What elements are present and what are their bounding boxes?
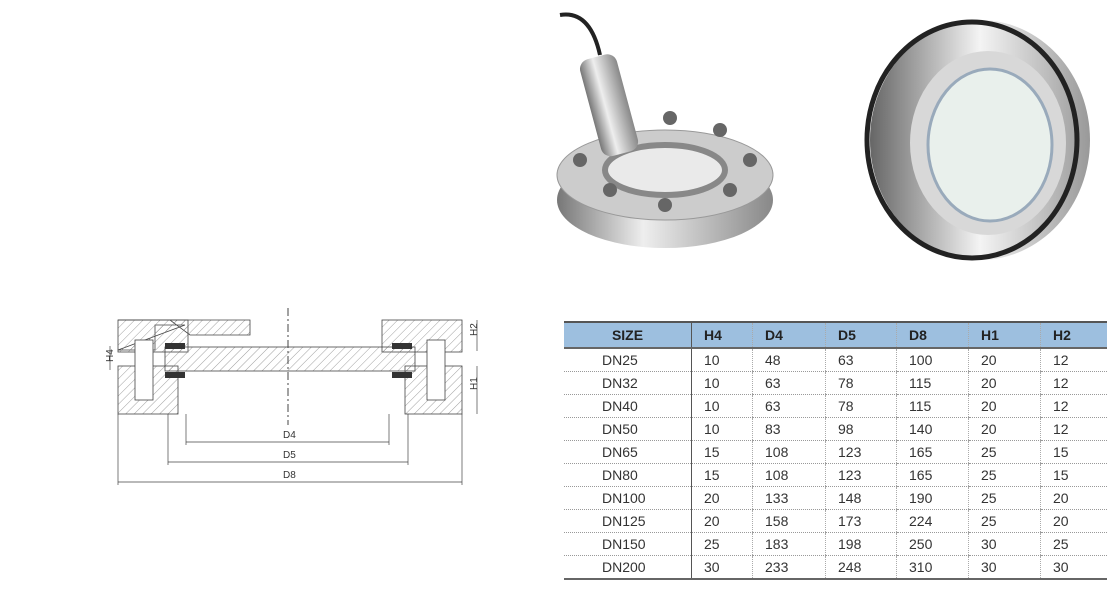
- table-cell: 123: [825, 463, 897, 487]
- table-cell: 63: [825, 348, 897, 372]
- table-cell: 15: [1040, 463, 1107, 487]
- table-cell: 12: [1040, 348, 1107, 372]
- d4-label: D4: [283, 430, 296, 441]
- table-cell: 98: [825, 417, 897, 441]
- table-cell: DN25: [564, 348, 692, 372]
- column-header-h4: H4: [691, 321, 753, 349]
- table-cell: 133: [752, 486, 826, 510]
- table-cell: 12: [1040, 371, 1107, 395]
- h4-label: H4: [105, 349, 116, 362]
- table-cell: DN65: [564, 440, 692, 464]
- h1-label: H1: [469, 377, 480, 390]
- table-cell: 12: [1040, 417, 1107, 441]
- table-cell: 30: [968, 532, 1041, 556]
- sight-glass-with-light-photo: [556, 12, 774, 248]
- table-cell: 63: [752, 371, 826, 395]
- table-cell: 20: [691, 486, 753, 510]
- table-cell: 183: [752, 532, 826, 556]
- table-cell: 78: [825, 371, 897, 395]
- table-cell: DN80: [564, 463, 692, 487]
- table-cell: DN32: [564, 371, 692, 395]
- table-cell: 78: [825, 394, 897, 418]
- table-cell: 20: [968, 417, 1041, 441]
- table-cell: 10: [691, 348, 753, 372]
- table-cell: 20: [691, 509, 753, 533]
- table-cell: 10: [691, 394, 753, 418]
- table-cell: 20: [968, 371, 1041, 395]
- table-cell: DN125: [564, 509, 692, 533]
- table-cell: 190: [896, 486, 969, 510]
- table-cell: 30: [1040, 555, 1107, 580]
- table-cell: 140: [896, 417, 969, 441]
- table-cell: 25: [968, 509, 1041, 533]
- column-header-d5: D5: [825, 321, 897, 349]
- h2-label: H2: [469, 323, 480, 336]
- table-cell: 20: [968, 394, 1041, 418]
- table-cell: 100: [896, 348, 969, 372]
- table-cell: 224: [896, 509, 969, 533]
- table-cell: 123: [825, 440, 897, 464]
- column-header-h1: H1: [968, 321, 1041, 349]
- table-cell: 15: [1040, 440, 1107, 464]
- table-cell: 83: [752, 417, 826, 441]
- table-cell: 173: [825, 509, 897, 533]
- table-cell: 20: [968, 348, 1041, 372]
- table-cell: 20: [1040, 486, 1107, 510]
- column-header-size: SIZE: [564, 321, 692, 349]
- sight-glass-photo: [864, 19, 1090, 261]
- table-cell: DN200: [564, 555, 692, 580]
- table-cell: 108: [752, 440, 826, 464]
- technical-drawing: D4 D5 D8 H4 H2 H1: [105, 308, 480, 485]
- table-cell: 48: [752, 348, 826, 372]
- d5-label: D5: [283, 450, 296, 461]
- table-cell: 12: [1040, 394, 1107, 418]
- d8-label: D8: [283, 470, 296, 481]
- table-cell: 148: [825, 486, 897, 510]
- table-cell: 115: [896, 394, 969, 418]
- table-cell: 10: [691, 371, 753, 395]
- table-cell: DN50: [564, 417, 692, 441]
- table-cell: 63: [752, 394, 826, 418]
- table-cell: 30: [968, 555, 1041, 580]
- table-cell: 165: [896, 440, 969, 464]
- column-header-d4: D4: [752, 321, 826, 349]
- table-cell: 165: [896, 463, 969, 487]
- table-cell: 108: [752, 463, 826, 487]
- table-cell: DN150: [564, 532, 692, 556]
- table-cell: 25: [968, 440, 1041, 464]
- table-cell: 15: [691, 440, 753, 464]
- table-cell: 30: [691, 555, 753, 580]
- table-cell: 250: [896, 532, 969, 556]
- table-cell: 10: [691, 417, 753, 441]
- column-header-d8: D8: [896, 321, 969, 349]
- table-cell: 198: [825, 532, 897, 556]
- table-cell: 233: [752, 555, 826, 580]
- table-cell: 158: [752, 509, 826, 533]
- table-cell: 248: [825, 555, 897, 580]
- table-cell: 15: [691, 463, 753, 487]
- table-cell: 115: [896, 371, 969, 395]
- table-cell: 25: [1040, 532, 1107, 556]
- table-cell: DN40: [564, 394, 692, 418]
- table-cell: 310: [896, 555, 969, 580]
- table-cell: 25: [968, 486, 1041, 510]
- table-cell: 25: [691, 532, 753, 556]
- table-cell: 25: [968, 463, 1041, 487]
- table-cell: 20: [1040, 509, 1107, 533]
- column-header-h2: H2: [1040, 321, 1107, 349]
- table-cell: DN100: [564, 486, 692, 510]
